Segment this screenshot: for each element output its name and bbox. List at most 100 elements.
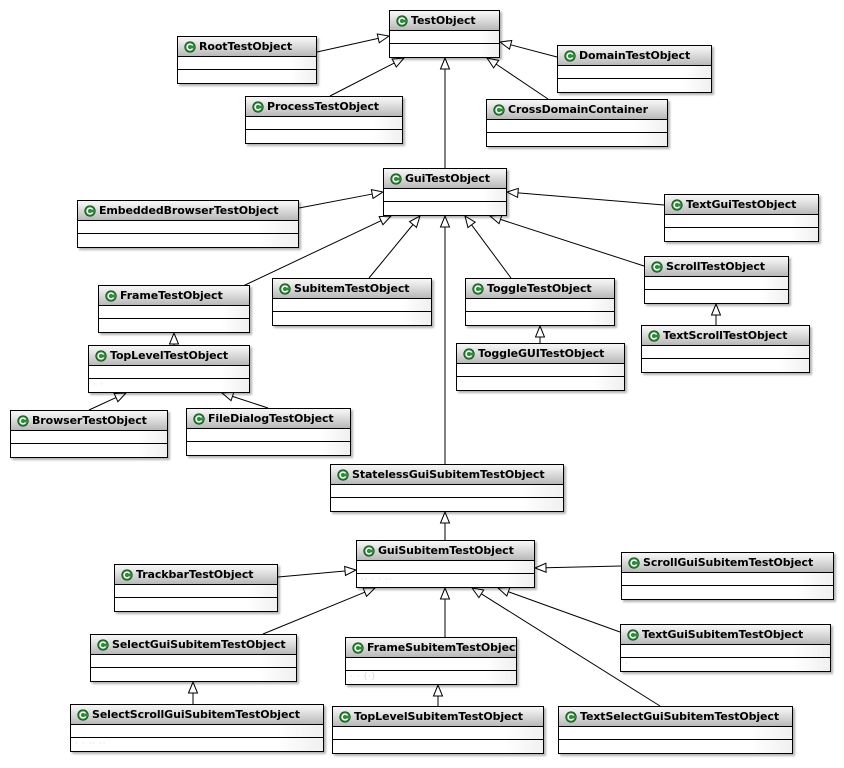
uml-class-ScrollTestObject[interactable]: ScrollTestObject xyxy=(644,256,789,304)
class-icon xyxy=(95,349,107,362)
uml-class-TextGuiTestObject[interactable]: TextGuiTestObject xyxy=(664,194,819,242)
generalization-TrackbarTestObject-to-GuiSubitemTestObject xyxy=(277,565,358,578)
uml-class-header: ToggleTestObject xyxy=(466,279,614,299)
inheritance-arrowhead xyxy=(439,214,451,228)
class-icon xyxy=(279,282,291,295)
inheritance-arrowhead xyxy=(498,39,513,50)
uml-class-StatelessGuiSubitemTestObject[interactable]: StatelessGuiSubitemTestObject xyxy=(330,464,564,512)
class-icon xyxy=(184,40,196,53)
generalization-TopLevelSubitemTestObject-to-FrameSubitemTestObject xyxy=(432,683,444,706)
uml-class-EmbeddedBrowserTestObject[interactable]: EmbeddedBrowserTestObject xyxy=(77,200,299,248)
uml-operations-text: · · ·· ·· xyxy=(75,739,107,749)
uml-class-header: TextGuiSubitemTestObject xyxy=(621,625,830,645)
uml-class-name: CrossDomainContainer xyxy=(508,103,648,116)
inheritance-arrowhead xyxy=(485,57,500,69)
uml-class-name: GuiTestObject xyxy=(405,172,490,185)
uml-class-TextSelectGuiSubitemTestObject[interactable]: TextSelectGuiSubitemTestObject xyxy=(558,706,793,754)
inheritance-arrowhead xyxy=(464,214,477,229)
uml-class-name: TextGuiTestObject xyxy=(686,198,797,211)
generalization-ToggleGUITestObject-to-ToggleTestObject xyxy=(534,324,546,343)
uml-class-SelectScrollGuiSubitemTestObject[interactable]: SelectScrollGuiSubitemTestObject· · ·· ·… xyxy=(70,704,324,752)
class-icon xyxy=(463,347,475,360)
generalization-ProcessTestObject-to-TestObject xyxy=(329,57,406,97)
uml-class-SelectGuiSubitemTestObject[interactable]: SelectGuiSubitemTestObject xyxy=(90,634,297,682)
uml-class-FrameTestObject[interactable]: FrameTestObject xyxy=(98,285,250,333)
uml-operations-compartment xyxy=(331,498,563,511)
class-icon xyxy=(105,289,117,302)
inheritance-arrowhead xyxy=(378,215,393,226)
uml-class-name: RootTestObject xyxy=(199,40,292,53)
uml-operations-compartment xyxy=(273,312,431,325)
uml-class-header: TopLevelTestObject xyxy=(89,346,249,366)
inheritance-arrowhead xyxy=(439,586,451,600)
uml-class-RootTestObject[interactable]: RootTestObject xyxy=(177,36,317,84)
uml-operations-compartment xyxy=(390,44,499,57)
uml-class-TextScrollTestObject[interactable]: TextScrollTestObject xyxy=(641,325,810,373)
class-icon xyxy=(628,556,640,569)
class-icon xyxy=(337,468,349,481)
inheritance-arrowhead xyxy=(370,188,385,200)
uml-class-DomainTestObject[interactable]: DomainTestObject xyxy=(557,45,712,93)
uml-attributes-compartment xyxy=(384,189,506,202)
inheritance-arrowhead xyxy=(496,586,511,597)
uml-attributes-compartment xyxy=(71,725,323,738)
uml-class-TopLevelTestObject[interactable]: TopLevelTestObject· · xyxy=(88,345,250,393)
uml-operations-compartment: · · ·· ·· xyxy=(71,738,323,751)
class-icon xyxy=(390,172,402,185)
uml-class-name: ProcessTestObject xyxy=(267,100,379,113)
uml-attributes-compartment xyxy=(487,120,667,133)
uml-operations-compartment xyxy=(115,598,277,611)
uml-class-TestObject[interactable]: TestObject xyxy=(389,10,500,58)
class-icon xyxy=(396,14,408,27)
inheritance-arrowhead xyxy=(113,392,128,403)
uml-operations-text: · xyxy=(625,659,629,669)
uml-class-ToggleGUITestObject[interactable]: ToggleGUITestObject xyxy=(456,343,625,391)
generalization-TopLevelTestObject-to-FrameTestObject xyxy=(168,331,180,345)
uml-class-name: FileDialogTestObject xyxy=(208,412,334,425)
uml-attributes-compartment xyxy=(665,215,818,228)
uml-class-name: TopLevelTestObject xyxy=(110,349,229,362)
uml-class-BrowserTestObject[interactable]: BrowserTestObject xyxy=(10,410,168,458)
uml-class-ScrollGuiSubitemTestObject[interactable]: ScrollGuiSubitemTestObject xyxy=(621,552,834,600)
inheritance-arrowhead xyxy=(470,587,485,599)
uml-class-TrackbarTestObject[interactable]: TrackbarTestObject xyxy=(114,564,278,612)
uml-class-name: StatelessGuiSubitemTestObject xyxy=(352,468,545,481)
uml-class-SubitemTestObject[interactable]: SubitemTestObject xyxy=(272,278,432,326)
uml-class-FrameSubitemTestObject[interactable]: FrameSubitemTestObject· · (·) xyxy=(345,637,517,685)
uml-class-CrossDomainContainer[interactable]: CrossDomainContainer xyxy=(486,99,668,147)
generalization-TextGuiTestObject-to-GuiTestObject xyxy=(505,187,665,206)
uml-class-FileDialogTestObject[interactable]: FileDialogTestObject xyxy=(186,408,351,456)
uml-class-header: TextGuiTestObject xyxy=(665,195,818,215)
uml-operations-compartment: · xyxy=(621,658,830,671)
uml-class-header: StatelessGuiSubitemTestObject xyxy=(331,465,563,485)
uml-class-header: GuiSubitemTestObject xyxy=(357,541,534,561)
class-icon xyxy=(352,641,364,654)
uml-class-ProcessTestObject[interactable]: ProcessTestObject xyxy=(245,96,403,144)
generalization-TextScrollTestObject-to-ScrollTestObject xyxy=(710,302,722,325)
uml-class-name: SubitemTestObject xyxy=(294,282,410,295)
uml-class-name: ToggleGUITestObject xyxy=(478,347,605,360)
uml-attributes-compartment xyxy=(357,561,534,574)
uml-class-ToggleTestObject[interactable]: ToggleTestObject xyxy=(465,278,615,326)
generalization-EmbeddedBrowserTestObject-to-GuiTestObject xyxy=(298,188,385,209)
generalization-SelectScrollGuiSubitemTestObject-to-SelectGuiSubitemTestObject xyxy=(187,680,199,704)
uml-operations-compartment xyxy=(91,668,296,681)
uml-class-header: FrameTestObject xyxy=(99,286,249,306)
class-icon xyxy=(193,412,205,425)
uml-class-header: ToggleGUITestObject xyxy=(457,344,624,364)
uml-operations-compartment xyxy=(466,312,614,325)
uml-operations-compartment xyxy=(178,70,316,83)
uml-class-GuiSubitemTestObject[interactable]: GuiSubitemTestObject·· · · ·· xyxy=(356,540,535,588)
uml-attributes-compartment xyxy=(642,346,809,359)
uml-class-TopLevelSubitemTestObject[interactable]: TopLevelSubitemTestObject xyxy=(332,706,544,754)
uml-class-GuiTestObject[interactable]: GuiTestObject xyxy=(383,168,507,216)
class-icon xyxy=(339,710,351,723)
inheritance-arrowhead xyxy=(344,565,358,577)
uml-class-TextGuiSubitemTestObject[interactable]: TextGuiSubitemTestObject · xyxy=(620,624,831,672)
uml-class-name: ScrollTestObject xyxy=(666,260,765,273)
uml-class-name: DomainTestObject xyxy=(579,49,691,62)
class-icon xyxy=(648,329,660,342)
uml-attributes-compartment xyxy=(645,277,788,290)
uml-class-header: RootTestObject xyxy=(178,37,316,57)
